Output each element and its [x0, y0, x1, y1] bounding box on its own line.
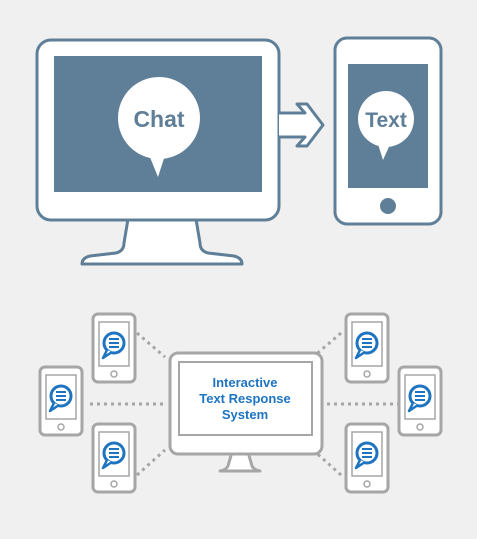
- system-title-line-2: Text Response: [199, 391, 291, 406]
- arrow-icon: [279, 102, 325, 148]
- phone-home-button: [380, 198, 396, 214]
- system-title-line-1: Interactive: [212, 375, 277, 390]
- monitor-stand: [80, 217, 244, 266]
- system-title-line-3: System: [222, 407, 268, 422]
- connector-left-top: [136, 331, 166, 359]
- chat-bubble: Chat: [118, 77, 200, 177]
- phone-right-bottom: [344, 422, 390, 494]
- system-monitor: Interactive Text Response System: [168, 351, 324, 473]
- chat-label: Chat: [133, 106, 184, 132]
- phone-right-middle: [397, 365, 443, 437]
- mobile-phone: Text: [333, 36, 443, 226]
- desktop-monitor: Chat: [35, 38, 281, 266]
- connector-left-bottom: [136, 448, 166, 477]
- text-bubble: Text: [358, 91, 414, 160]
- system-monitor-stand: [218, 450, 262, 473]
- phone-right-top: [344, 312, 390, 384]
- phone-left-top: [91, 312, 137, 384]
- text-label: Text: [365, 109, 407, 132]
- system-monitor-screen: [178, 361, 313, 436]
- phone-left-bottom: [91, 422, 137, 494]
- phone-left-middle: [38, 365, 84, 437]
